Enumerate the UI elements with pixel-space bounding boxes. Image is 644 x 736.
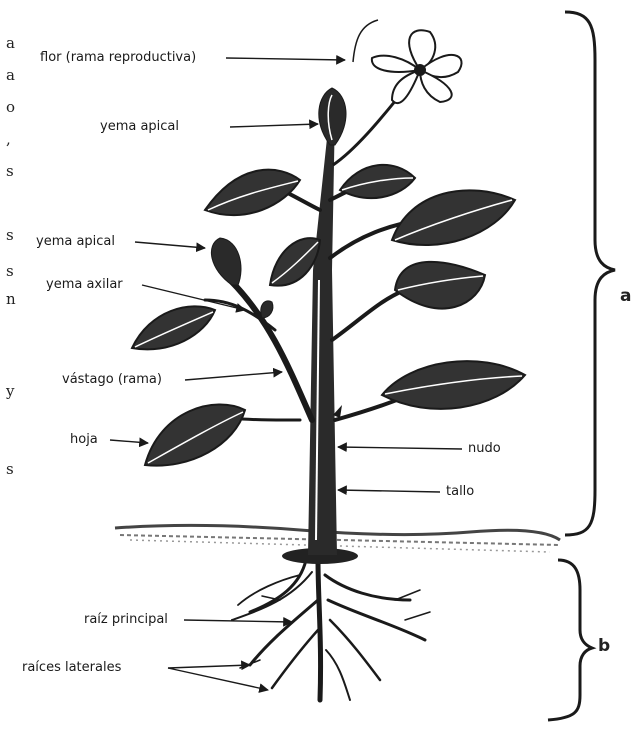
label-yema-apical-top: yema apical [100, 119, 179, 135]
edge-text: s [6, 460, 14, 478]
leaf [395, 262, 485, 309]
leaf [382, 361, 525, 409]
flower [372, 30, 462, 103]
label-raices-laterales: raíces laterales [22, 660, 121, 676]
edge-text: s [6, 162, 14, 180]
leaf [145, 405, 245, 466]
label-raiz-principal: raíz principal [84, 612, 168, 628]
leaf [270, 238, 320, 286]
apical-bud-left [211, 238, 241, 285]
section-label-b: b [598, 636, 610, 656]
branch-left [205, 280, 312, 420]
edge-text: a [6, 34, 15, 52]
label-nudo: nudo [468, 441, 501, 457]
edge-text: , [6, 130, 11, 148]
brace-a [565, 12, 615, 535]
label-vastago: vástago (rama) [62, 372, 162, 388]
label-yema-axilar: yema axilar [46, 277, 123, 293]
edge-text: o [6, 98, 15, 116]
leaf [132, 306, 215, 349]
label-flor: flor (rama reproductiva) [40, 50, 196, 66]
label-yema-apical-left: yema apical [36, 234, 115, 250]
roots [232, 560, 430, 700]
ground-line [115, 525, 560, 552]
label-hoja: hoja [70, 432, 98, 448]
flower-bracket [353, 20, 378, 62]
leaf [392, 190, 515, 245]
edge-text: a [6, 66, 15, 84]
section-label-a: a [620, 286, 631, 306]
edge-text: n [6, 290, 16, 308]
edge-text: s [6, 226, 14, 244]
axillary-bud [261, 301, 273, 318]
main-stem [308, 110, 337, 555]
leaf [205, 170, 300, 215]
brace-b [548, 560, 592, 720]
edge-text: s [6, 262, 14, 280]
edge-text: y [6, 382, 14, 400]
leaf [340, 165, 415, 198]
apical-bud-top [319, 88, 346, 145]
label-tallo: tallo [446, 484, 474, 500]
